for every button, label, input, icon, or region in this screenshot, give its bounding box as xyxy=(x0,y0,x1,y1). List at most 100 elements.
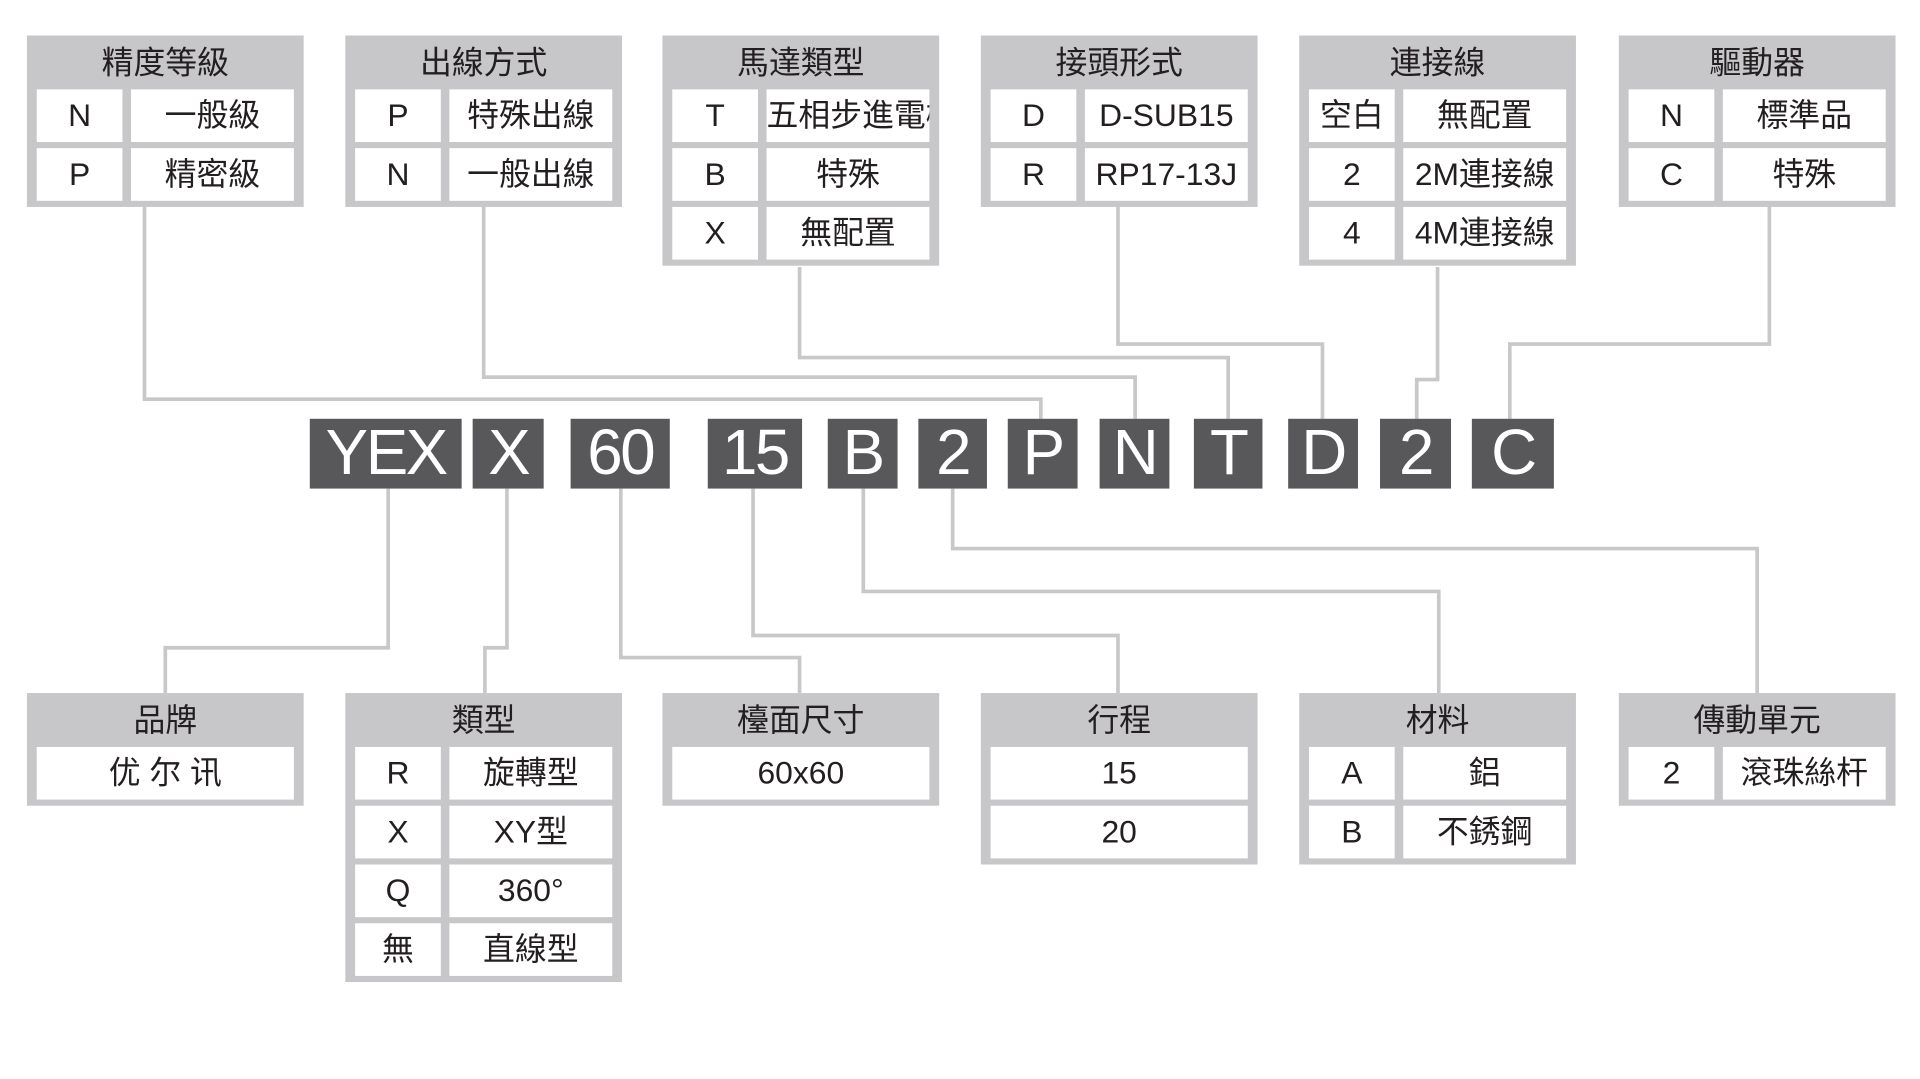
connector-line xyxy=(618,488,802,694)
option-value: 优 尔 讯 xyxy=(36,746,294,800)
option-code: P xyxy=(355,89,441,143)
option-value: 無配置 xyxy=(1403,89,1567,143)
model-code-segment: 60 xyxy=(570,418,670,489)
option-value: 無配置 xyxy=(766,206,930,260)
connector-line xyxy=(163,488,391,694)
option-code: C xyxy=(1628,148,1715,201)
option-title: 驅動器 xyxy=(1709,44,1805,81)
option-title: 材料 xyxy=(1405,701,1470,739)
connector-line xyxy=(1116,205,1325,419)
option-code: N xyxy=(1628,89,1715,143)
connector-line xyxy=(483,488,509,694)
option-code: X xyxy=(355,805,441,859)
model-code-segment: D xyxy=(1288,418,1358,489)
option-value: XY型 xyxy=(449,805,613,859)
option-code: X xyxy=(672,206,758,260)
option-value: 一般級 xyxy=(131,89,294,143)
option-value: 五相步進電機 xyxy=(766,89,930,143)
model-code-segment: C xyxy=(1471,418,1554,489)
option-title: 出線方式 xyxy=(419,44,548,81)
model-code-segment: X xyxy=(472,418,544,489)
option-code: N xyxy=(355,148,441,201)
model-code-segment: 15 xyxy=(707,418,803,489)
option-title: 接頭形式 xyxy=(1055,44,1183,81)
option-row: 优 尔 讯 xyxy=(36,746,294,800)
option-code: R xyxy=(990,148,1077,201)
option-value: 2M連接線 xyxy=(1403,148,1567,201)
option-value: 特殊 xyxy=(1722,148,1886,201)
model-code-segment: 2 xyxy=(918,418,987,489)
connector-line xyxy=(861,488,1441,694)
option-title: 馬達類型 xyxy=(737,44,865,81)
option-value: 直線型 xyxy=(449,923,613,976)
model-code-segment: 2 xyxy=(1380,418,1452,489)
option-value: 滾珠絲杆 xyxy=(1722,746,1886,800)
option-code: 2 xyxy=(1628,746,1715,800)
option-value: RP17-13J xyxy=(1084,148,1248,201)
connector-line xyxy=(481,205,1137,419)
option-title: 檯面尺寸 xyxy=(737,701,865,739)
option-row: 15 xyxy=(990,746,1248,800)
option-title: 類型 xyxy=(451,701,516,739)
option-value: 精密級 xyxy=(131,148,294,201)
bottom-options-box: 檯面尺寸 60x60 xyxy=(662,693,940,806)
option-row: 無直線型 xyxy=(355,923,613,976)
option-code: 無 xyxy=(355,923,441,976)
option-title: 品牌 xyxy=(133,701,198,739)
option-code: A xyxy=(1308,746,1395,800)
option-value: 4M連接線 xyxy=(1403,206,1567,260)
model-code-segment: B xyxy=(827,418,898,489)
option-code: B xyxy=(672,148,758,201)
bottom-options-box: 品牌优 尔 讯 xyxy=(26,693,304,806)
model-code-segment: T xyxy=(1193,418,1263,489)
option-title: 行程 xyxy=(1087,701,1152,739)
option-title: 精度等級 xyxy=(101,44,229,81)
option-value: 特殊 xyxy=(766,148,930,201)
model-code-segment: YEX xyxy=(309,418,462,489)
model-code-segment: P xyxy=(1007,418,1078,489)
top-options-box: 馬達類型 T五相步進電機B特殊X無配置 xyxy=(662,35,940,266)
option-row: 60x60 xyxy=(672,746,930,800)
connector-line xyxy=(1507,205,1772,419)
option-value: 特殊出線 xyxy=(449,89,613,143)
option-value: 60x60 xyxy=(672,746,930,800)
option-title: 連接線 xyxy=(1389,44,1486,81)
option-row: T五相步進電機 xyxy=(672,89,930,143)
option-value: 15 xyxy=(990,746,1248,800)
option-code: T xyxy=(672,89,758,143)
connector-line xyxy=(797,266,1231,419)
option-value: 鋁 xyxy=(1403,746,1567,800)
option-code: 2 xyxy=(1308,148,1395,201)
option-code: 4 xyxy=(1308,206,1395,260)
connector-line xyxy=(751,488,1120,694)
connector-line xyxy=(142,205,1043,419)
option-code: Q xyxy=(355,864,441,918)
option-code: D xyxy=(990,89,1077,143)
